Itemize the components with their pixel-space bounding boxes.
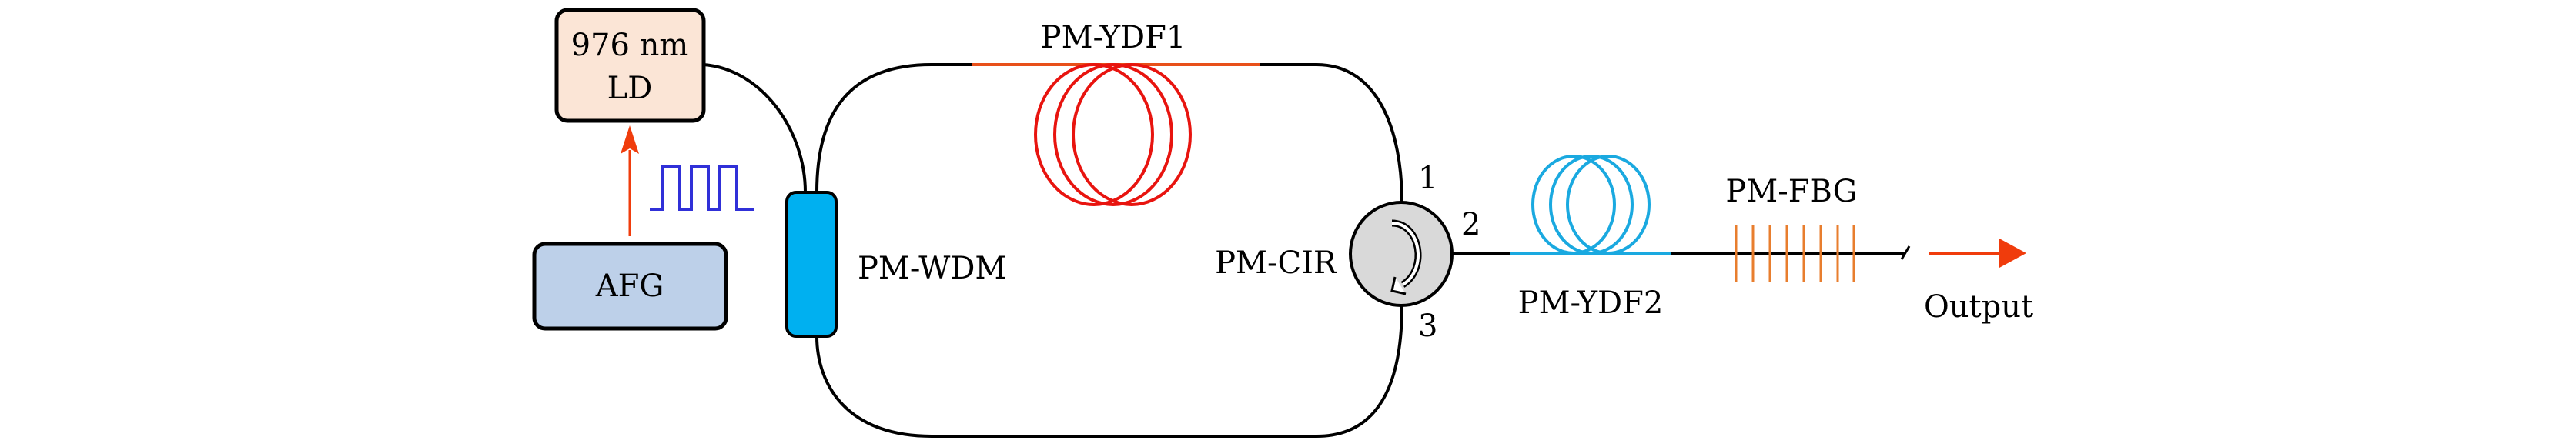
afg-label: AFG bbox=[595, 269, 664, 304]
fbg-grating-icon bbox=[1735, 225, 1855, 282]
ld-label-line1: 976 nm bbox=[571, 28, 689, 63]
port-2-label: 2 bbox=[1461, 207, 1480, 242]
output-label: Output bbox=[1924, 289, 2033, 325]
circulator-label: PM-CIR bbox=[1215, 245, 1338, 281]
fiber-end-cleave bbox=[1900, 245, 1911, 260]
laser-diode-box bbox=[554, 8, 706, 123]
square-wave-icon bbox=[650, 165, 754, 211]
ydf2-label: PM-YDF2 bbox=[1518, 285, 1664, 321]
port-3-label: 3 bbox=[1418, 309, 1437, 344]
ydf1-label: PM-YDF1 bbox=[1041, 20, 1186, 55]
ydf1-coil-icon bbox=[1034, 63, 1192, 206]
ydf2-coil-icon bbox=[1531, 155, 1651, 255]
wdm-label: PM-WDM bbox=[858, 251, 1006, 286]
circulator-rotation-arrow-icon bbox=[1390, 219, 1422, 295]
circulator bbox=[1349, 201, 1454, 307]
port-1-label: 1 bbox=[1418, 161, 1437, 196]
afg-box bbox=[532, 242, 728, 331]
fbg-label: PM-FBG bbox=[1725, 174, 1857, 209]
output-arrowhead-icon bbox=[1999, 239, 2026, 268]
modulation-arrowhead-icon bbox=[621, 125, 639, 154]
pump-fiber bbox=[703, 63, 807, 193]
wdm-component bbox=[785, 191, 838, 338]
ld-label-line2: LD bbox=[607, 71, 653, 106]
